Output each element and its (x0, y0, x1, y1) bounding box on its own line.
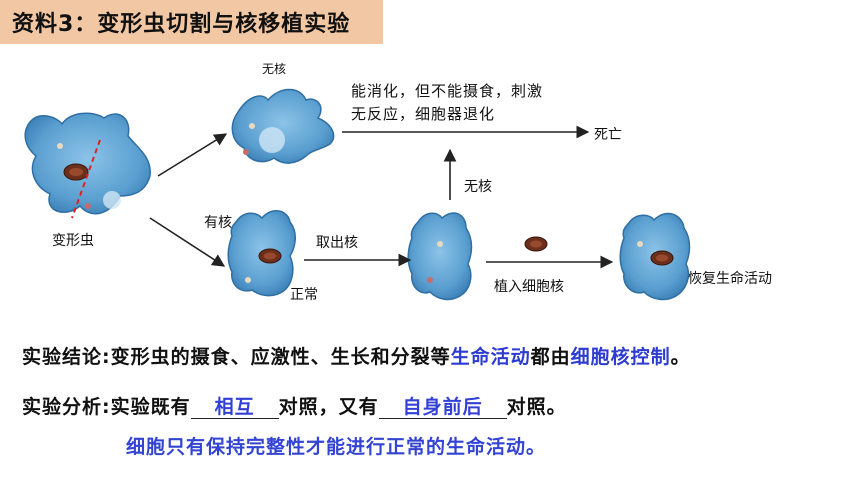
conclusion-middle: 都由 (530, 346, 571, 368)
label-no-nucleus-top: 无核 (262, 62, 287, 76)
final-statement: 细胞只有保持完整性才能进行正常的生命活动。 (126, 436, 547, 458)
note-line-1: 能消化，但不能摄食，刺激 (351, 82, 544, 100)
conclusion-line: 实验结论:变形虫的摄食、应激性、生长和分裂等生命活动都由细胞核控制。 (22, 342, 691, 369)
label-restore: 恢复生命活动 (688, 271, 772, 287)
label-with-nucleus: 有核 (204, 215, 232, 231)
amoeba-no-nucleus-top (231, 88, 335, 164)
analysis-blank-2: 自身前后 (378, 396, 507, 419)
conclusion-highlight-1: 生命活动 (450, 346, 531, 368)
amoeba-enucleated (407, 212, 473, 301)
analysis-blank-1: 相互 (190, 396, 279, 419)
label-death: 死亡 (594, 127, 622, 143)
label-implant-nucleus: 植入细胞核 (494, 279, 564, 295)
analysis-prefix: 实验分析:实验既有 (22, 396, 191, 418)
cut-line (71, 139, 101, 219)
note-text: 能消化，但不能摄食，刺激 无反应，细胞器退化 (351, 80, 543, 126)
label-normal: 正常 (290, 287, 318, 303)
conclusion-highlight-2: 细胞核控制 (570, 346, 671, 368)
page-title: 资料3：变形虫切割与核移植实验 (0, 0, 383, 44)
arrow-to-enucleated (157, 133, 228, 177)
amoeba-with-nucleus (227, 210, 296, 297)
amoeba-original (24, 112, 151, 219)
amoeba-restored (619, 212, 691, 301)
analysis-middle: 对照，又有 (278, 396, 379, 418)
nucleus-free (524, 236, 548, 252)
label-no-nucleus-mid: 无核 (464, 179, 492, 195)
conclusion-suffix: 。 (670, 346, 691, 368)
analysis-line: 实验分析:实验既有相互对照，又有自身前后对照。 (22, 392, 567, 419)
label-amoeba: 变形虫 (52, 233, 94, 249)
arrow-to-nucleated (149, 217, 226, 267)
label-take-out-nucleus: 取出核 (316, 235, 358, 251)
conclusion-prefix: 实验结论:变形虫的摄食、应激性、生长和分裂等 (22, 346, 451, 368)
analysis-suffix: 对照。 (506, 396, 567, 418)
note-line-2: 无反应，细胞器退化 (351, 105, 496, 123)
